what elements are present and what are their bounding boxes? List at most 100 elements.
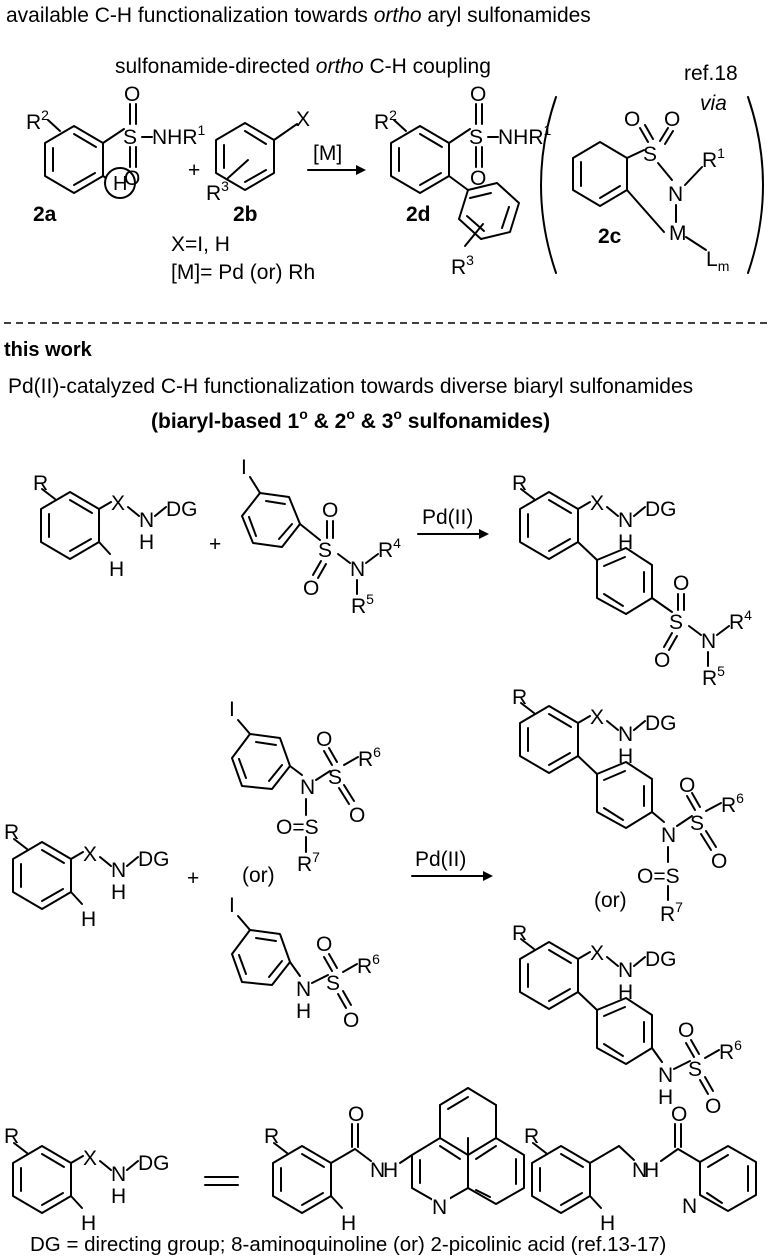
svg-text:S: S — [643, 143, 657, 166]
svg-text:H: H — [81, 908, 96, 931]
svg-text:R4: R4 — [378, 535, 401, 562]
aminoquinoline-amide: R O N H H N — [264, 1087, 525, 1235]
svg-text:I: I — [229, 698, 235, 721]
svg-text:H: H — [341, 1212, 356, 1235]
svg-text:N: N — [370, 1159, 385, 1182]
svg-text:R3: R3 — [451, 252, 474, 279]
svg-text:Pd(II): Pd(II) — [415, 848, 466, 871]
reagent-iodo-sulfonamide: I S O O N R4 R5 — [241, 456, 401, 618]
svg-text:S: S — [688, 1058, 702, 1081]
svg-text:O: O — [343, 1009, 359, 1032]
svg-text:H: H — [111, 881, 126, 904]
svg-text:H: H — [618, 531, 633, 554]
svg-text:R7: R7 — [297, 849, 320, 876]
svg-text:2d: 2d — [406, 203, 431, 226]
dg-generic-structure: R X N H DG H — [4, 1125, 170, 1235]
svg-text:X: X — [590, 492, 604, 515]
svg-text:S: S — [326, 972, 340, 995]
svg-text:S: S — [469, 126, 483, 149]
svg-text:R: R — [4, 1125, 19, 1148]
compound-2b: X R3 2b — [206, 108, 310, 226]
svg-text:O: O — [624, 108, 640, 131]
m-definition: [M]= Pd (or) Rh — [171, 261, 315, 284]
svg-text:N: N — [618, 959, 633, 982]
compound-2d: R2 S O O NHR1 R3 2d — [374, 83, 552, 279]
svg-text:S: S — [690, 812, 704, 835]
svg-text:O: O — [679, 774, 695, 797]
reaction-arrow-1: Pd(II) — [417, 506, 489, 539]
svg-text:M: M — [669, 222, 687, 245]
svg-text:R6: R6 — [357, 951, 380, 978]
svg-text:H: H — [139, 531, 154, 554]
picolinamide: R N H O H N — [524, 1103, 757, 1235]
svg-text:R2: R2 — [374, 107, 397, 134]
svg-text:N: N — [632, 1159, 647, 1182]
via-label: via — [700, 92, 727, 115]
reaction-arrow-m: [M] — [307, 142, 366, 175]
substrate-amide-2: R X N H DG H — [4, 821, 170, 931]
svg-text:H: H — [600, 1212, 615, 1235]
intermediate-2c: S O O N R1 M Lm 2c — [540, 96, 764, 274]
svg-text:S: S — [328, 766, 342, 789]
svg-text:R5: R5 — [351, 591, 374, 618]
svg-text:N: N — [111, 859, 126, 882]
svg-text:O: O — [124, 83, 140, 106]
svg-text:R2: R2 — [26, 107, 49, 134]
svg-text:X: X — [83, 1147, 97, 1170]
svg-text:N: N — [432, 1196, 447, 1219]
svg-text:X: X — [111, 492, 125, 515]
reagent-iodo-bis-sulfonimide: I N S O R6 O O=S R7 — [229, 698, 381, 876]
svg-text:N: N — [618, 509, 633, 532]
svg-text:Lm: Lm — [706, 248, 729, 274]
svg-text:2a: 2a — [33, 203, 57, 226]
svg-text:X: X — [590, 942, 604, 965]
svg-text:2b: 2b — [233, 203, 258, 226]
svg-text:DG: DG — [645, 498, 677, 521]
svg-text:H: H — [618, 745, 633, 768]
svg-text:R6: R6 — [719, 1037, 742, 1064]
svg-text:O: O — [316, 728, 332, 751]
or-label: (or) — [242, 864, 275, 887]
svg-text:H: H — [296, 1000, 311, 1023]
svg-text:O: O — [673, 572, 689, 595]
header-title: available C-H functionalization towards … — [6, 4, 591, 27]
svg-text:H: H — [644, 1159, 659, 1182]
svg-text:R: R — [4, 821, 19, 844]
svg-text:O: O — [654, 649, 670, 672]
svg-text:R3: R3 — [206, 178, 229, 205]
reaction-arrow-2: Pd(II) — [411, 848, 493, 881]
svg-text:DG: DG — [166, 498, 198, 521]
svg-text:DG: DG — [645, 948, 677, 971]
svg-text:X: X — [590, 706, 604, 729]
svg-text:O: O — [348, 1103, 364, 1126]
svg-text:R: R — [33, 472, 48, 495]
svg-text:H: H — [113, 173, 127, 195]
x-definition: X=I, H — [171, 233, 230, 256]
compound-2a: R2 S O O NHR1 H 2a — [26, 83, 206, 226]
svg-text:O: O — [671, 1103, 687, 1126]
svg-text:S: S — [123, 126, 137, 149]
svg-text:O: O — [316, 933, 332, 956]
svg-text:N: N — [618, 723, 633, 746]
substrate-amide-1: R X N H DG H — [33, 472, 198, 581]
svg-text:R: R — [524, 1125, 539, 1148]
svg-text:DG: DG — [138, 848, 170, 871]
plus-sign: + — [209, 533, 221, 556]
svg-text:R: R — [264, 1125, 279, 1148]
svg-text:DG: DG — [645, 712, 677, 735]
svg-text:S: S — [669, 611, 683, 634]
equals-sign — [204, 1176, 239, 1186]
svg-text:I: I — [229, 894, 235, 917]
svg-text:O: O — [303, 577, 319, 600]
svg-text:N: N — [300, 776, 315, 799]
svg-text:N: N — [350, 558, 365, 581]
svg-text:X: X — [83, 843, 97, 866]
svg-text:O: O — [124, 167, 140, 190]
product-biaryl-bis-sulfonimide: R X N H DG N S O R6 O O=S R7 — [512, 686, 744, 926]
plus-sign: + — [187, 867, 199, 890]
header-subtitle: sulfonamide-directed ortho C-H coupling — [115, 55, 491, 78]
svg-text:R1: R1 — [702, 145, 725, 172]
svg-text:S: S — [318, 539, 332, 562]
svg-text:Pd(II): Pd(II) — [422, 506, 473, 529]
